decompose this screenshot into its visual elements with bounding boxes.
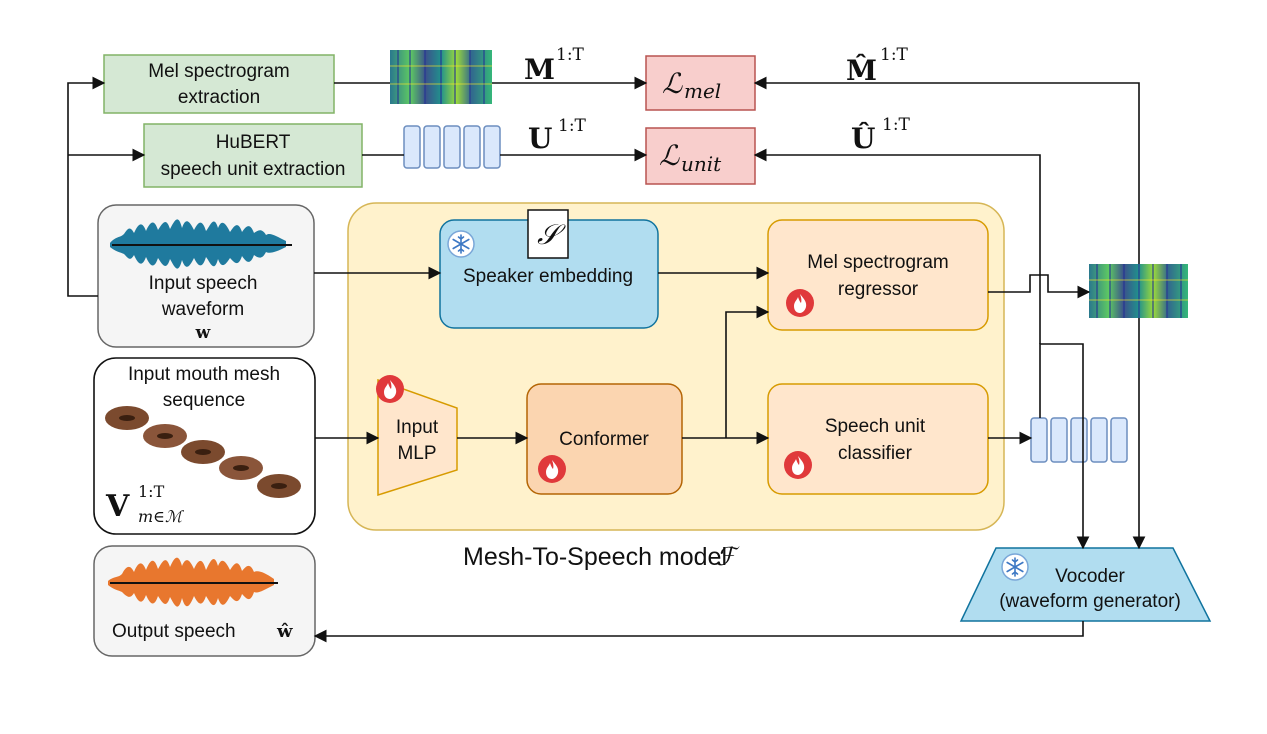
snowflake-icon <box>1001 553 1029 581</box>
hubert-line1: HuBERT <box>216 132 291 153</box>
flame-icon <box>786 289 814 317</box>
loss-mel-sub: mel <box>684 79 721 103</box>
input-mesh-symbol: V <box>105 489 130 524</box>
mel-pred-sup: 1:T <box>880 45 909 65</box>
conformer-box: Conformer <box>526 383 683 495</box>
mel-regressor-box: Mel spectrogram regressor <box>767 219 989 331</box>
model-caption-text: Mesh-To-Speech model <box>463 543 727 571</box>
loss-unit-symbol: ℒ <box>659 139 680 172</box>
unit-target-label: U 1:T <box>528 116 587 155</box>
input-mesh-line1: Input mouth mesh <box>128 364 280 385</box>
unit-classifier-box: Speech unit classifier <box>767 383 989 495</box>
hubert-extraction-box: HuBERT speech unit extraction <box>143 123 363 188</box>
mel-regressor-line2: regressor <box>838 279 919 300</box>
output-speech-label: Output speech <box>112 621 236 642</box>
loss-mel-box: ℒ mel <box>645 55 756 111</box>
loss-unit-box: ℒ unit <box>645 127 756 185</box>
spectrogram-icon <box>390 50 492 104</box>
input-speech-box: Input speech waveform w <box>97 204 315 348</box>
vocoder-line1: Vocoder <box>1055 566 1125 587</box>
loss-mel-symbol: ℒ <box>662 67 683 100</box>
vocoder-line2: (waveform generator) <box>999 591 1181 612</box>
unit-pred-sup: 1:T <box>882 115 911 135</box>
mel-pred-label: M̂ 1:T <box>846 45 909 87</box>
conformer-label: Conformer <box>559 429 649 450</box>
snowflake-icon <box>447 230 475 258</box>
input-mesh-sup: 1:T <box>138 482 165 501</box>
mel-target-sup: 1:T <box>556 45 585 65</box>
mouth-mesh-icon <box>105 406 301 498</box>
output-speech-box: Output speech ŵ <box>93 545 316 657</box>
mel-regressor-line1: Mel spectrogram <box>807 252 949 273</box>
speaker-embedding-box: 𝒮 Speaker embedding <box>439 209 659 329</box>
input-mlp-line2: MLP <box>397 443 436 464</box>
hubert-line2: speech unit extraction <box>161 159 346 180</box>
input-speech-line1: Input speech <box>149 273 258 294</box>
unit-pred-base: Û <box>851 121 875 155</box>
input-mesh-line2: sequence <box>163 390 245 411</box>
mel-target-label: M 1:T <box>524 45 585 86</box>
mel-extraction-box: Mel spectrogram extraction <box>103 54 335 114</box>
mel-extraction-line2: extraction <box>178 87 260 108</box>
input-mlp-box: Input MLP <box>376 375 458 497</box>
mel-pred-base: M̂ <box>846 54 877 87</box>
input-speech-line2: waveform <box>161 299 244 320</box>
model-caption: Mesh-To-Speech model ℱ <box>463 542 740 571</box>
input-mlp-line1: Input <box>396 417 439 438</box>
input-speech-symbol: w <box>195 323 211 343</box>
output-speech-symbol: ŵ <box>276 621 293 642</box>
loss-unit-sub: unit <box>681 152 722 176</box>
input-mesh-sub: m∈ℳ <box>138 507 185 526</box>
vocoder-box: Vocoder (waveform generator) <box>959 547 1212 622</box>
flame-icon <box>538 455 566 483</box>
waveform-icon <box>110 219 292 269</box>
unit-classifier-line2: classifier <box>838 443 913 464</box>
speech-unit-tokens-icon <box>403 125 501 169</box>
speech-unit-tokens-icon <box>1030 417 1128 463</box>
flame-icon <box>784 451 812 479</box>
unit-classifier-line1: Speech unit <box>825 416 926 437</box>
unit-target-base: U <box>528 122 552 155</box>
input-mesh-box: Input mouth mesh sequence V 1:T m∈ℳ <box>93 357 316 535</box>
mel-extraction-line1: Mel spectrogram <box>148 61 290 82</box>
edges <box>67 76 1146 643</box>
speaker-embedding-label: Speaker embedding <box>463 266 633 287</box>
model-caption-symbol: ℱ <box>716 542 740 571</box>
unit-target-sup: 1:T <box>558 116 587 136</box>
mel-target-base: M <box>524 53 555 86</box>
spectrogram-icon <box>1089 264 1188 318</box>
waveform-icon <box>108 557 278 607</box>
unit-pred-label: Û 1:T <box>851 115 911 155</box>
flame-icon <box>376 375 404 403</box>
